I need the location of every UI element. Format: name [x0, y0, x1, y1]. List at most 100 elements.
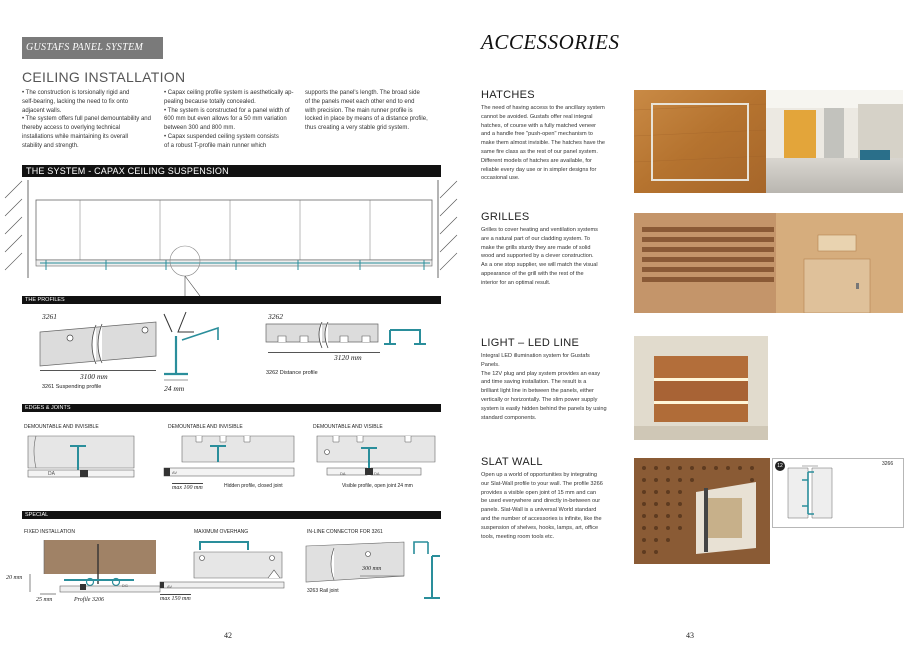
- special-heading-3: IN-LINE CONNECTOR FOR 3261: [307, 529, 383, 535]
- hatches-photo: [634, 90, 903, 193]
- intro-column-3: supports the panel's length. The broad s…: [305, 89, 445, 133]
- da-label: DA: [374, 471, 380, 476]
- text-line: between 300 and 800 mm.: [164, 125, 236, 132]
- dg-label: DG: [122, 583, 128, 588]
- text-line: locked in place by means of a distance p…: [305, 116, 428, 123]
- edges-heading-1: DEMOUNTABLE AND INVISIBLE: [24, 424, 99, 430]
- led-line-photo: [634, 336, 768, 440]
- text-line: The 12V plug and play system provides an…: [481, 370, 601, 377]
- text-line: system is easily hidden behind the panel…: [481, 405, 607, 412]
- text-line: 600 mm but even allows for a 50 mm varia…: [164, 116, 287, 123]
- special-section-bar: SPECIAL: [22, 511, 441, 519]
- text-line: occasional use.: [481, 175, 520, 182]
- accessories-title: ACCESSORIES: [481, 30, 620, 54]
- da-label: DA: [48, 471, 55, 477]
- text-line: are a natural part of our cladding syste…: [481, 235, 591, 242]
- text-line: pealing because totally concealed.: [164, 98, 256, 105]
- text-line: and the number of accessories is infinit…: [481, 515, 602, 522]
- text-line: make them almost invisible. The hatches …: [481, 140, 605, 147]
- ceiling-suspension-drawing: [4, 180, 458, 296]
- hidden-profile-caption: Hidden profile, closed joint: [224, 483, 283, 489]
- text-line: vertically or horizontally. The slim pow…: [481, 396, 598, 403]
- text-line: make the grills sturdy they are made of …: [481, 244, 591, 251]
- grilles-body: Grilles to cover heating and ventilation…: [481, 226, 613, 288]
- text-line: tools, meeting room tools etc.: [481, 533, 555, 540]
- profile-3206-label: Profile 3206: [74, 597, 104, 603]
- slat-wall-profile-inset: [772, 458, 904, 528]
- text-line: provides a visible open joint of 15 mm a…: [481, 489, 597, 496]
- text-line: • The system is constructed for a panel …: [164, 107, 290, 114]
- text-line: The need of having access to the ancilla…: [481, 105, 605, 111]
- text-line: brilliant light line in between the pane…: [481, 388, 594, 395]
- light-heading: LIGHT – LED LINE: [481, 337, 580, 349]
- visible-profile-caption: Visible profile, open joint 24 mm: [342, 483, 413, 489]
- slat-wall-body: Open up a world of opportunities by inte…: [481, 471, 613, 541]
- text-line: self-bearing, lacking the need to fix on…: [22, 98, 129, 105]
- maximum-overhang-drawing: [159, 541, 285, 589]
- profile-3261-label: 3261 Suspending profile: [42, 384, 102, 390]
- grilles-heading: GRILLES: [481, 211, 530, 223]
- page-number-left: 42: [224, 631, 232, 640]
- edges-heading-3: DEMOUNTABLE AND VISIBLE: [313, 424, 383, 430]
- profile-24mm-label: 24 mm: [164, 384, 185, 393]
- inset-badge: 12: [775, 461, 785, 471]
- text-line: with precision. The main runner profile …: [305, 107, 413, 114]
- text-line: Different models of hatches are availabl…: [481, 157, 592, 164]
- profile-3262-number: 3262: [268, 312, 283, 321]
- text-line: reliable every day use or in simpler des…: [481, 166, 597, 173]
- text-line: • Capax suspended ceiling system consist…: [164, 133, 279, 140]
- dimension-line: [40, 370, 156, 371]
- text-line: stability and strength.: [22, 142, 79, 149]
- text-line: and time saving installation. The result…: [481, 379, 587, 386]
- intro-column-2: • Capax ceiling profile system is aesthe…: [164, 89, 304, 151]
- profiles-section-bar: THE PROFILES: [22, 296, 441, 304]
- text-line: Grilles to cover heating and ventilation…: [481, 227, 598, 233]
- text-line: our Slat-Wall profile to your wall. The …: [481, 480, 603, 487]
- dim-300mm: 300 mm: [362, 566, 382, 572]
- text-line: interior for an optimal result.: [481, 279, 551, 286]
- av-label: AV: [167, 584, 173, 589]
- hatches-heading: HATCHES: [481, 89, 535, 101]
- dim-20mm: 20 mm: [6, 575, 23, 581]
- slat-wall-photo: [634, 458, 770, 564]
- profile-3262-length: 3120 mm: [334, 353, 362, 362]
- text-line: standard components.: [481, 414, 537, 421]
- page-number-right: 43: [686, 631, 694, 640]
- text-line: • Capax ceiling profile system is aesthe…: [164, 90, 294, 96]
- max-150mm-label: max 150 mm: [160, 594, 191, 602]
- text-line: Open up a world of opportunities by inte…: [481, 472, 597, 478]
- grilles-photo: [634, 213, 903, 313]
- profile-3262-label: 3262 Distance profile: [266, 370, 318, 376]
- text-line: same fire class as the rest of our panel…: [481, 148, 598, 155]
- text-line: • The construction is torsionally rigid …: [22, 90, 130, 96]
- slat-wall-heading: SLAT WALL: [481, 456, 543, 468]
- text-line: suspension of shelves, hooks, lamps, art…: [481, 524, 599, 531]
- profile-3261-length: 3100 mm: [80, 372, 108, 381]
- system-section-bar: THE SYSTEM - CAPAX CEILING SUSPENSION: [22, 165, 441, 177]
- special-heading-2: MAXIMUM OVERHANG: [194, 529, 249, 535]
- text-line: installations while maintaining its over…: [22, 133, 129, 140]
- edges-section-bar: EDGES & JOINTS: [22, 404, 441, 412]
- dim-25mm: 25 mm: [36, 597, 53, 603]
- text-line: Panels.: [481, 361, 500, 368]
- profile-3266-label: 3266: [882, 461, 894, 467]
- text-line: hatches, of course with a fully matched …: [481, 122, 597, 129]
- hatches-body: The need of having access to the ancilla…: [481, 104, 613, 183]
- da-label: DA: [340, 471, 346, 476]
- joint-drawing-2: [163, 435, 295, 477]
- text-line: appearance of the grill with the rest of…: [481, 270, 584, 277]
- joint-drawing-3: [316, 435, 436, 476]
- text-line: panels. Slat-Wall is a universal World s…: [481, 507, 597, 514]
- special-heading-1: FIXED INSTALLATION: [24, 529, 75, 535]
- max-100mm-label: max 100 mm: [172, 483, 203, 491]
- text-line: As a one stop supplier, we will match th…: [481, 262, 598, 269]
- text-line: be used everywhere and directly in-betwe…: [481, 498, 601, 505]
- fixed-installation-drawing: [29, 540, 161, 595]
- rail-joint-label: 3263 Rail joint: [307, 588, 339, 594]
- ceiling-installation-title: CEILING INSTALLATION: [22, 69, 186, 85]
- text-line: thereby access to overlying technical: [22, 125, 121, 132]
- text-line: cannot be avoided. Gustafs offer real in…: [481, 113, 593, 120]
- text-line: adjacent walls.: [22, 107, 62, 114]
- profile-3261-drawing: [39, 321, 157, 367]
- text-line: • The system offers full panel demountab…: [22, 116, 151, 123]
